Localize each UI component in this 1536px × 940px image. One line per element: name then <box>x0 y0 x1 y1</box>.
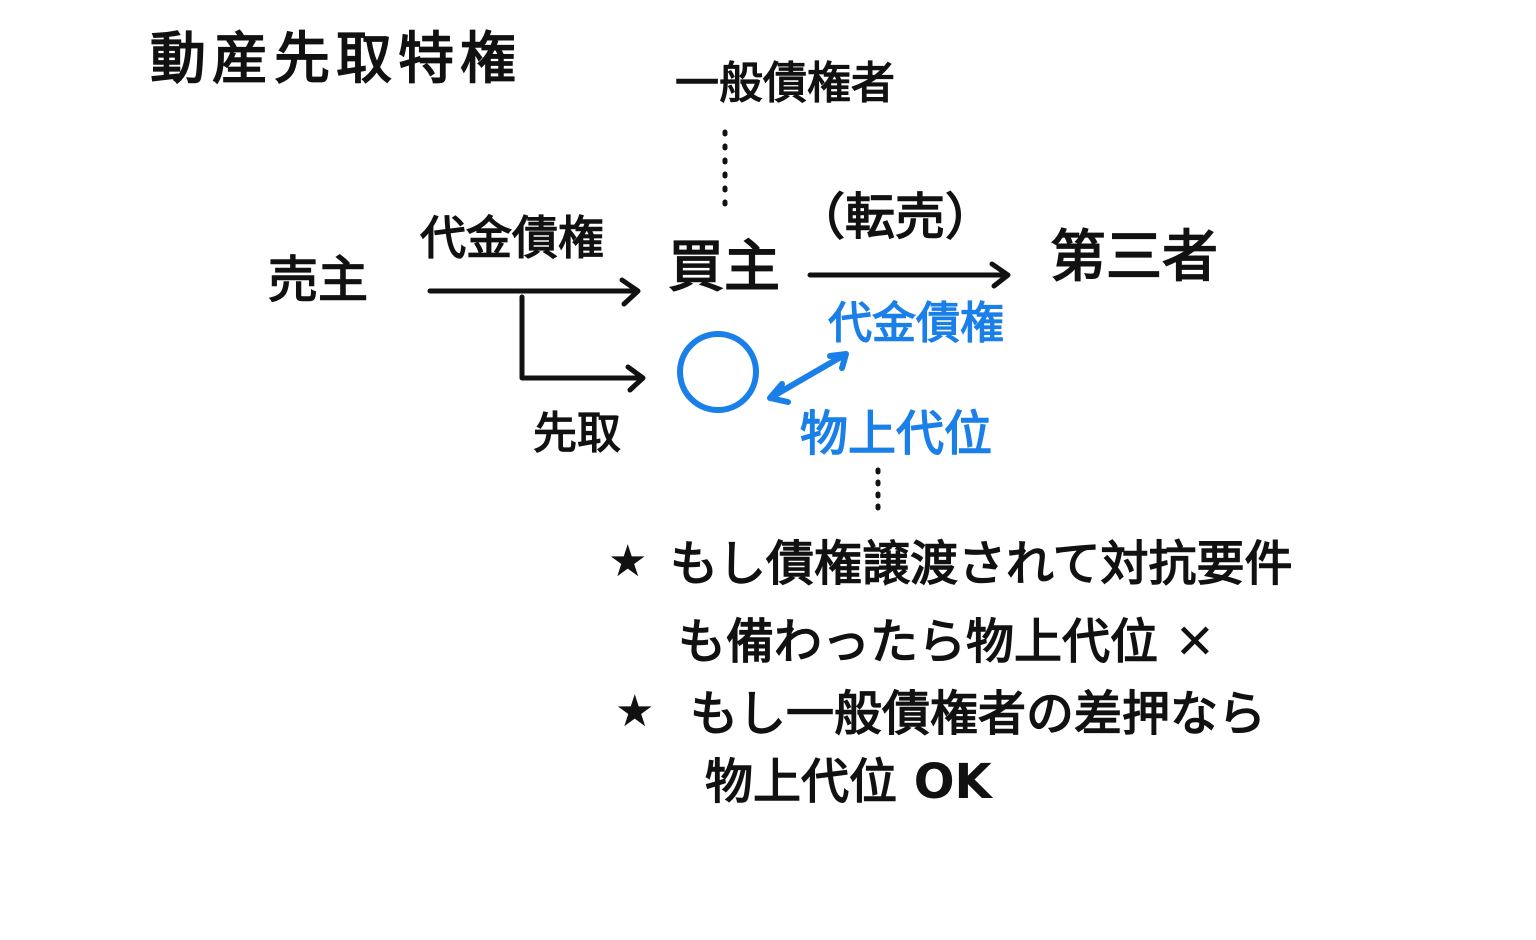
star-icon: ★ <box>615 686 655 737</box>
general-creditor-label: 一般債権者 <box>675 58 895 109</box>
claim-circle <box>677 331 759 413</box>
third-party-label: 第三者 <box>1050 225 1218 290</box>
note-line: もし債権譲渡されて対抗要件 <box>670 536 1293 592</box>
blue-price-claim-label: 代金債権 <box>828 298 1004 349</box>
arrow-branch-preferential <box>519 294 646 393</box>
note-line: 物上代位 OK <box>705 754 992 810</box>
double-arrow-subrogation <box>767 351 849 405</box>
buyer-label: 買主 <box>668 235 780 300</box>
arrow-buyer-third-party <box>807 261 1011 289</box>
subrogation-label: 物上代位 <box>800 406 993 462</box>
price-claim-label: 代金債権 <box>420 211 604 265</box>
note-line: もし一般債権者の差押なら <box>690 686 1267 742</box>
star-icon: ★ <box>608 536 648 587</box>
preferential-label: 先取 <box>533 408 621 459</box>
arrow-seller-buyer <box>427 277 641 307</box>
seller-label: 売主 <box>268 251 368 309</box>
note-line: も備わったら物上代位 ✕ <box>678 614 1215 670</box>
resale-label: （転売） <box>795 188 995 246</box>
diagram-title: 動産先取特権 <box>150 27 522 92</box>
